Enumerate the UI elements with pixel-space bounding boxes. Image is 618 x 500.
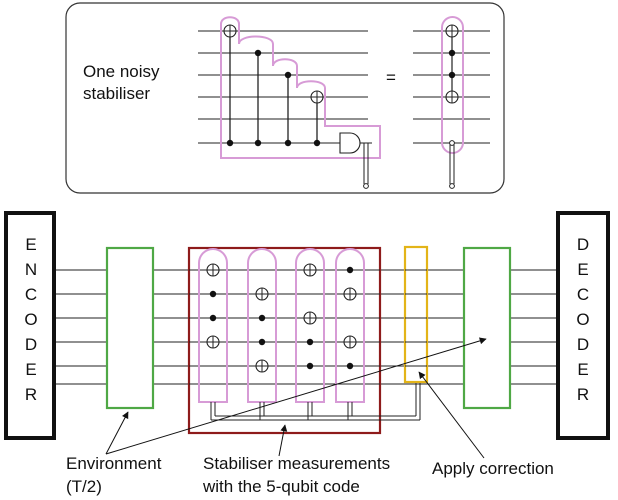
filled-dot-icon bbox=[284, 139, 292, 147]
filled-dot-icon bbox=[346, 362, 354, 370]
arrow-env-left bbox=[105, 411, 129, 455]
decoder-letter: O bbox=[576, 310, 589, 329]
filled-dot-icon bbox=[258, 314, 266, 322]
arrow-correction bbox=[418, 371, 485, 459]
inset-left-targets bbox=[223, 24, 324, 147]
filled-dot-icon bbox=[306, 362, 314, 370]
plus-circle-icon bbox=[445, 90, 459, 104]
plus-circle-icon bbox=[343, 287, 357, 301]
filled-dot-icon bbox=[448, 71, 456, 79]
classical-output-icon bbox=[449, 183, 455, 189]
inset-border bbox=[65, 2, 505, 194]
inset-label-line1: One noisy bbox=[83, 62, 160, 81]
classical-feed-lines bbox=[210, 382, 421, 421]
apply-correction-label: Apply correction bbox=[432, 459, 554, 478]
decoder-letter: D bbox=[577, 335, 589, 354]
plus-circle-icon bbox=[303, 311, 317, 325]
environment-label: Environment bbox=[66, 454, 162, 473]
classical-output-icon bbox=[363, 183, 369, 189]
decoder-letter: E bbox=[577, 260, 588, 279]
filled-dot-icon bbox=[284, 71, 292, 79]
correction-wires bbox=[405, 269, 427, 367]
stabiliser-pill-3 bbox=[295, 248, 325, 403]
decoder-letter: C bbox=[577, 285, 589, 304]
encoder-letter: O bbox=[24, 310, 37, 329]
encoder-letter: C bbox=[25, 285, 37, 304]
filled-dot-icon bbox=[448, 49, 456, 57]
encoder-letter: R bbox=[25, 385, 37, 404]
plus-circle-icon bbox=[206, 335, 220, 349]
apply-correction-box bbox=[403, 245, 429, 384]
stabiliser-pill-4 bbox=[335, 248, 365, 403]
encoder-letter: N bbox=[25, 260, 37, 279]
plus-circle-icon bbox=[206, 263, 220, 277]
inset-left-outline bbox=[220, 16, 381, 159]
arrow-stabiliser bbox=[278, 424, 288, 457]
plus-circle-icon bbox=[255, 287, 269, 301]
filled-dot-icon bbox=[313, 139, 321, 147]
decoder-block: D E C O D E R bbox=[556, 211, 610, 440]
stabiliser-pill-2 bbox=[247, 248, 277, 403]
filled-dot-icon bbox=[209, 290, 217, 298]
inset-label-line2: stabiliser bbox=[83, 84, 150, 103]
plus-circle-icon bbox=[310, 90, 324, 104]
stabiliser-2-gates bbox=[255, 287, 269, 373]
decoder-letter: R bbox=[577, 385, 589, 404]
annotation-arrows bbox=[105, 337, 487, 459]
stabiliser-3-gates bbox=[303, 263, 317, 370]
filled-dot-icon bbox=[209, 314, 217, 322]
stabiliser-1-gates bbox=[206, 263, 220, 349]
classical-output-icon bbox=[449, 140, 455, 146]
stabiliser-pills bbox=[198, 248, 365, 403]
inset-panel: One noisy stabiliser = bbox=[65, 2, 505, 194]
encoder-letter: D bbox=[25, 335, 37, 354]
decoder-letter: E bbox=[577, 360, 588, 379]
stabiliser-sublabel: with the 5-qubit code bbox=[202, 477, 360, 496]
filled-dot-icon bbox=[306, 338, 314, 346]
encoder-block: E N C O D E R bbox=[4, 211, 56, 440]
stabiliser-label: Stabiliser measurements bbox=[203, 454, 390, 473]
environment-sublabel: (T/2) bbox=[66, 477, 102, 496]
environment-box-right bbox=[462, 246, 512, 410]
plus-circle-icon bbox=[343, 335, 357, 349]
encoder-letter: E bbox=[25, 360, 36, 379]
filled-dot-icon bbox=[254, 139, 262, 147]
inset-left-verticals bbox=[229, 31, 318, 143]
plus-circle-icon bbox=[445, 24, 459, 38]
plus-circle-icon bbox=[255, 359, 269, 373]
plus-circle-icon bbox=[223, 24, 237, 38]
decoder-letter: D bbox=[577, 235, 589, 254]
filled-dot-icon bbox=[226, 139, 234, 147]
measurement-gate-icon bbox=[339, 132, 361, 154]
encoder-letter: E bbox=[25, 235, 36, 254]
equals-sign: = bbox=[386, 68, 396, 87]
filled-dot-icon bbox=[346, 266, 354, 274]
stabiliser-pill-1 bbox=[198, 248, 228, 403]
filled-dot-icon bbox=[258, 338, 266, 346]
stabiliser-4-gates bbox=[343, 266, 357, 370]
plus-circle-icon bbox=[303, 263, 317, 277]
arrow-env-right bbox=[105, 337, 487, 455]
inset-right-outline bbox=[441, 16, 464, 154]
environment-box-left bbox=[105, 246, 155, 410]
filled-dot-icon bbox=[254, 49, 262, 57]
